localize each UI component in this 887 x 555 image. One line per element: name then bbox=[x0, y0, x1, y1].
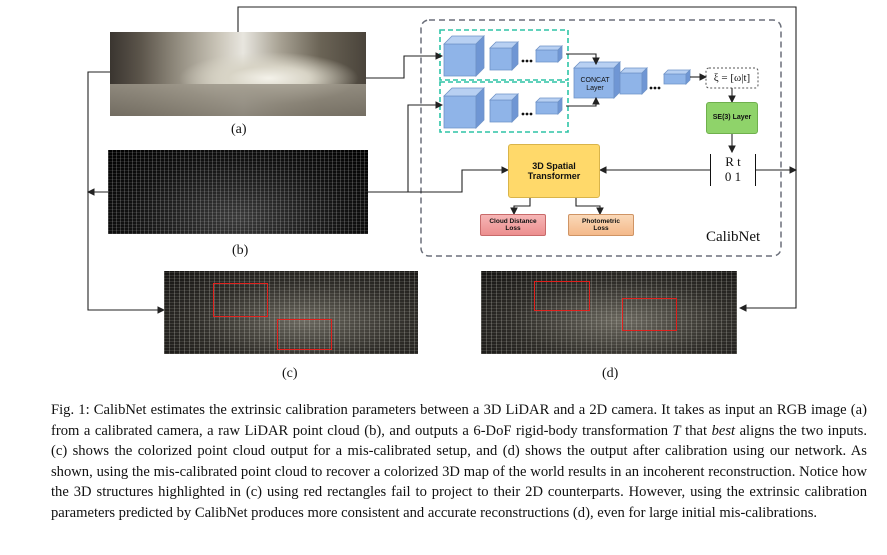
lidar-to-encoder bbox=[368, 101, 444, 193]
top-feedback-line bbox=[237, 6, 797, 312]
caption-emphasis: best bbox=[711, 422, 736, 439]
panel-label-c: (c) bbox=[282, 366, 298, 381]
miscalibrated-colorized-panel bbox=[164, 271, 418, 354]
highlight-box-c-lower bbox=[277, 319, 332, 350]
matrix-row-1: R t bbox=[725, 154, 741, 169]
depth-encoder-blocks bbox=[443, 87, 563, 129]
panel-label-b: (b) bbox=[232, 243, 249, 258]
depth-encoder-to-concat bbox=[566, 96, 600, 107]
rgb-encoder-to-concat bbox=[566, 53, 600, 66]
caption-rest: aligns the two inputs. (c) shows the col… bbox=[51, 422, 867, 521]
rgb-image-panel bbox=[110, 32, 366, 116]
lidar-pointcloud-panel bbox=[108, 150, 368, 234]
caption-var-t: T bbox=[672, 422, 681, 439]
highlight-box-d-upper bbox=[534, 281, 590, 311]
highlight-box-d-lower bbox=[622, 298, 677, 331]
panel-label-a: (a) bbox=[231, 122, 247, 137]
panel-label-d: (d) bbox=[602, 366, 619, 381]
lidar-to-transformer bbox=[368, 166, 510, 193]
concat-block bbox=[573, 61, 621, 99]
calibnet-title: CalibNet bbox=[706, 229, 761, 245]
calibnet-frame bbox=[420, 19, 782, 257]
rgb-encoder-blocks bbox=[443, 35, 563, 77]
figure-caption: Fig. 1: CalibNet estimates the extrinsic… bbox=[51, 400, 867, 524]
calibrated-colorized-panel bbox=[481, 271, 737, 354]
caption-lead: Fig. 1: CalibNet estimates the extrinsic… bbox=[51, 402, 867, 439]
transformer-to-photo-loss bbox=[575, 198, 604, 216]
caption-mid: that bbox=[680, 422, 712, 439]
connectors bbox=[86, 6, 798, 314]
fusion-blocks bbox=[619, 67, 691, 95]
transformer-to-cloud-loss bbox=[510, 198, 531, 216]
matrix-row-2: 0 1 bbox=[724, 169, 742, 184]
xi-label: ξ = [ω|t] bbox=[713, 71, 751, 84]
rgb-to-encoder bbox=[366, 52, 444, 79]
se3-layer: SE(3) Layer bbox=[706, 102, 758, 134]
ellipsis-dots bbox=[521, 59, 661, 116]
transform-matrix: R t 0 1 bbox=[710, 154, 756, 186]
highlight-box-c-upper bbox=[213, 283, 268, 317]
